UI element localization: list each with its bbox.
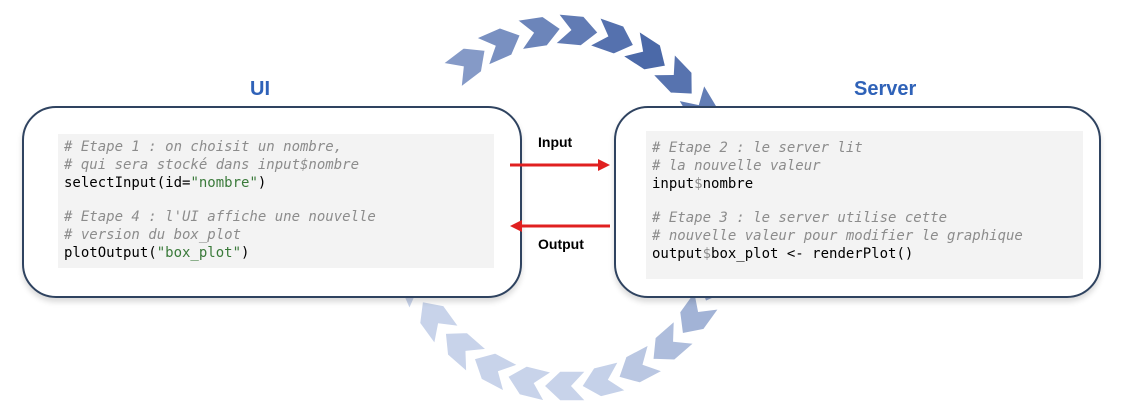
cycle-arrow-chevron-4 [553,12,600,47]
ui-select-input-fn: selectInput(id= [64,175,191,191]
server-code-block: # Etape 2 : le server lit # la nouvelle … [646,131,1083,279]
ui-step1-comment-line1: # Etape 1 : on choisit un nombre, [64,139,343,155]
ui-plot-output-line: plotOutput("box_plot") [64,244,494,262]
ui-select-input-close: ) [257,175,267,191]
ui-code-block: # Etape 1 : on choisit un nombre, # qui … [58,134,494,268]
input-label: Input [538,134,573,150]
ui-plot-output-id: "box_plot" [156,245,242,261]
ui-step1-comment-line2: # qui sera stocké dans input$nombre [64,157,360,173]
cycle-arrow-chevron-2 [474,26,522,67]
cycle-arrow-chevron-5 [587,15,635,55]
cycle-arrow-chevron-14 [651,318,697,361]
server-input-obj: input [652,176,695,192]
cycle-arrow-chevron-13 [678,289,721,335]
ui-select-input-line: selectInput(id="nombre") [64,174,494,192]
cycle-arrow-chevron-15 [617,343,665,384]
cycle-arrow-chevron-21 [418,300,461,347]
ui-plot-output-close: ) [241,245,250,261]
output-label: Output [538,236,584,252]
ui-step4-comment-line2: # version du box_plot [64,227,242,243]
server-step3-comment-line1: # Etape 3 : le server utilise cette [652,210,948,226]
server-step3-comment-line2: # nouvelle valeur pour modifier le graph… [652,228,1023,244]
ui-step4-comment-line1: # Etape 4 : l'UI affiche une nouvelle [64,209,376,225]
server-input-read-line: input$nombre [652,175,1083,193]
server-output-dollar: $ [702,246,712,262]
ui-select-input-id: "nombre" [190,175,258,191]
server-output-obj: output [652,246,703,262]
cycle-arrow-chevron-18 [506,365,554,403]
cycle-arrow-chevron-19 [473,352,521,393]
cycle-arrow-chevron-20 [444,331,489,374]
server-render-plot-rest: box_plot <- renderPlot() [711,246,914,262]
cycle-arrow-chevron-3 [515,15,562,51]
server-step2-comment-line2: # la nouvelle valeur [652,158,821,174]
cycle-arrow-chevron-6 [620,29,667,71]
server-step2-comment-line1: # Etape 2 : le server lit [652,140,863,156]
server-input-dollar: $ [694,176,703,192]
cycle-arrow-chevron-17 [542,370,588,402]
ui-plot-output-fn: plotOutput( [64,245,157,261]
cycle-arrow-chevron-7 [650,51,694,96]
server-title: Server [854,78,917,100]
output-arrow-icon [510,220,610,232]
server-input-field: nombre [702,176,754,192]
input-arrow-icon [510,159,610,171]
cycle-arrow-chevron-16 [580,360,628,398]
cycle-arrow-chevron-1 [440,47,487,90]
ui-title: UI [250,78,270,100]
server-render-plot-line: output$box_plot <- renderPlot() [652,245,1083,263]
